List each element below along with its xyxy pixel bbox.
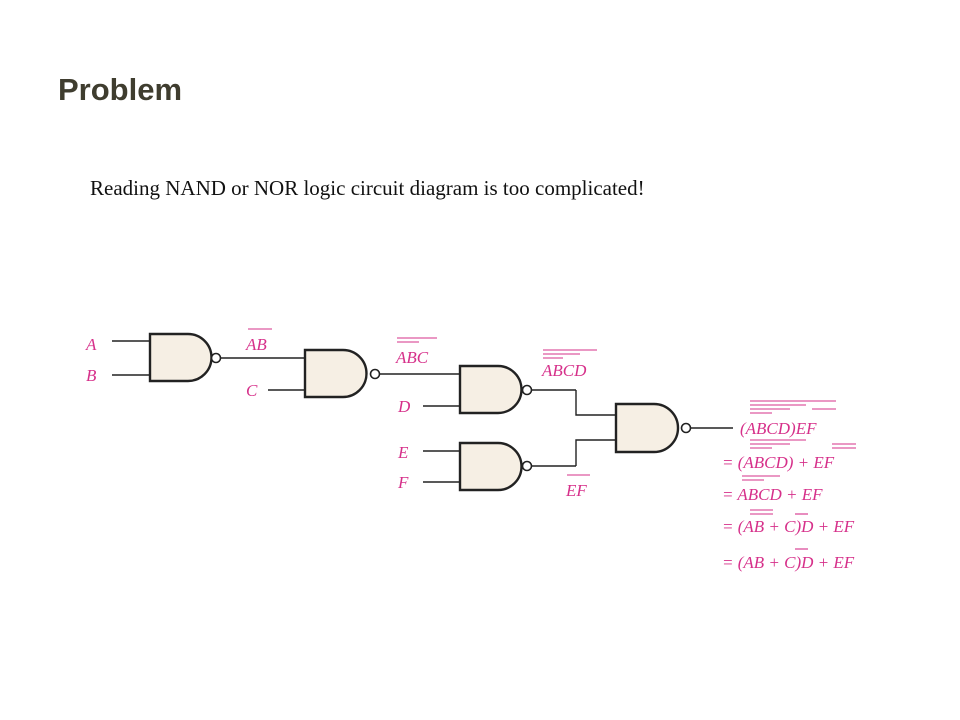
overbars-step-1 [750,439,856,449]
overbars-step-3 [750,509,808,515]
nand-gate-ef [458,441,533,492]
input-label-c: C [246,381,258,400]
input-label-f: F [397,473,409,492]
input-label-e: E [397,443,409,462]
label-not-ab: AB [245,335,267,354]
nand-gate-ab [148,332,222,383]
overbars-abc [397,337,437,343]
page-title: Problem [58,72,183,107]
label-not-ef: EF [565,481,587,500]
circuit-wires [112,340,733,483]
input-label-d: D [397,397,411,416]
input-label-b: B [86,366,97,385]
output-expression: (ABCD)EF [740,419,817,438]
simplification-step-3: = (AB + C)D + EF [722,517,855,536]
simplification-step-4: = (AB + C)D + EF [722,553,855,572]
simplification-step-1: = (ABCD) + EF [722,453,835,472]
label-not-abc: ABC [395,348,429,367]
simplification-step-2: = ABCD + EF [722,485,823,504]
overbars-step-2 [742,475,780,481]
nand-gate-abc [303,348,381,399]
page-subtitle: Reading NAND or NOR logic circuit diagra… [90,176,645,200]
input-label-a: A [85,335,97,354]
nand-gate-output [614,402,692,454]
label-not-abcd: ABCD [541,361,587,380]
overbars-abcd [543,349,597,359]
overbars-output [750,400,836,414]
nand-gate-abcd [458,364,533,415]
